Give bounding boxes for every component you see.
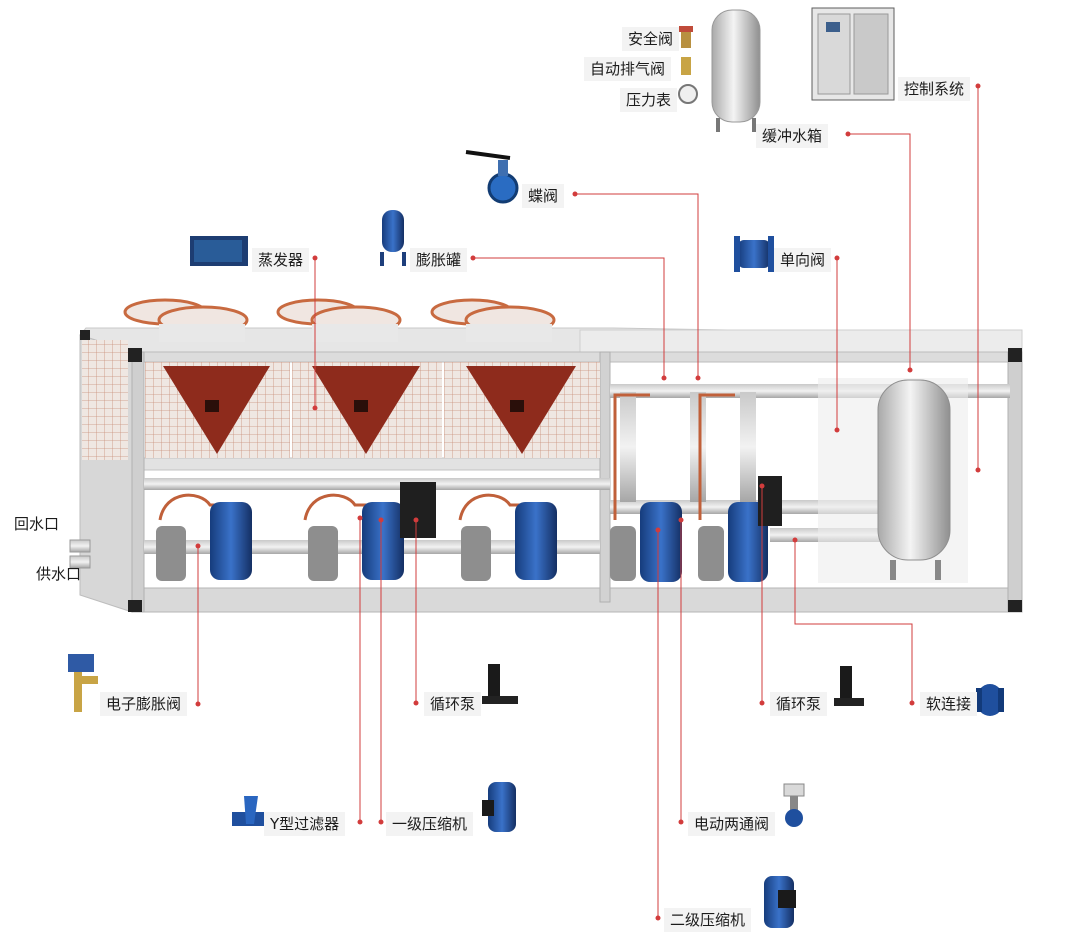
label-circulation-pump-right: 循环泵: [770, 692, 828, 716]
label-y-strainer: Y型过滤器: [264, 812, 346, 836]
butterfly-valve-image: [465, 150, 519, 204]
soft-connection-image: [976, 684, 1004, 716]
label-control-system: 控制系统: [898, 77, 971, 101]
electronic-expansion-valve-image: [68, 654, 98, 712]
label-safety-valve: 安全阀: [622, 27, 680, 51]
label-evaporator: 蒸发器: [252, 248, 310, 272]
label-auto-vent-valve: 自动排气阀: [584, 57, 672, 81]
refrigerant-lines: [158, 393, 735, 521]
leader-dots: [195, 83, 981, 921]
leader-lines: [197, 86, 979, 918]
buffer-tank-internal: [818, 378, 968, 583]
check-valve-image: [734, 236, 774, 272]
stage2-compressor-image: [764, 876, 796, 928]
label-return-water: 回水口: [14, 515, 60, 533]
circulation-pump-image-left: [482, 664, 518, 704]
expansion-tank-image: [380, 210, 406, 266]
label-check-valve: 单向阀: [774, 248, 832, 272]
label-buffer-tank: 缓冲水箱: [756, 124, 829, 148]
compressors: [156, 476, 782, 582]
stage1-compressor-image: [482, 782, 516, 832]
evaporator-image: [190, 236, 248, 266]
label-expansion-tank: 膨胀罐: [410, 248, 468, 272]
label-stage1-compressor: 一级压缩机: [386, 812, 474, 836]
label-butterfly-valve: 蝶阀: [522, 184, 565, 208]
tank-fittings-images: [678, 26, 698, 104]
water-ports: [69, 539, 91, 569]
motorized-valve-image: [783, 783, 805, 827]
label-motorized-two-way-valve: 电动两通阀: [688, 812, 776, 836]
label-electronic-expansion-valve: 电子膨胀阀: [100, 692, 188, 716]
label-soft-connection: 软连接: [920, 692, 978, 716]
control-cabinet-image: [811, 7, 895, 101]
condenser-fans: [123, 298, 556, 342]
label-supply-water: 供水口: [36, 565, 82, 583]
evaporator-modules: [145, 362, 600, 458]
buffer-tank-image: [711, 9, 761, 132]
label-pressure-gauge: 压力表: [620, 88, 678, 112]
y-strainer-image: [232, 796, 266, 826]
label-stage2-compressor: 二级压缩机: [664, 908, 752, 932]
circulation-pump-image-right: [834, 666, 864, 706]
label-circulation-pump-left: 循环泵: [424, 692, 482, 716]
